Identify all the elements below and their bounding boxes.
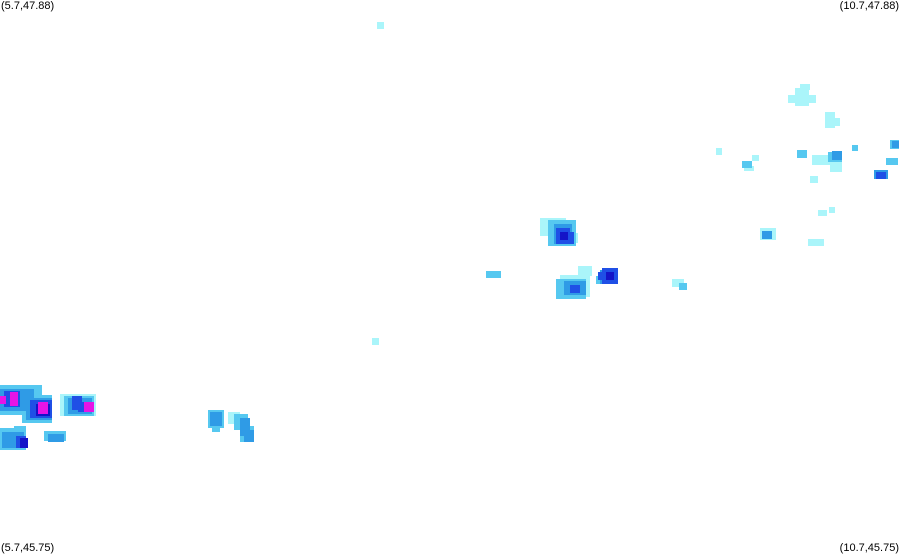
precip-magenta: [0, 392, 94, 414]
coord-top-right: (10.7,47.88): [839, 0, 899, 12]
coord-bottom-left: (5.7,45.75): [1, 542, 55, 554]
precip-mid: [0, 141, 899, 448]
coord-bottom-right: (10.7,45.75): [839, 542, 899, 554]
precip-cyan: [0, 140, 899, 450]
precip-blue: [4, 172, 886, 448]
coord-top-left: (5.7,47.88): [1, 0, 55, 12]
precip-dark: [10, 232, 614, 448]
precip-light: [0, 22, 842, 424]
